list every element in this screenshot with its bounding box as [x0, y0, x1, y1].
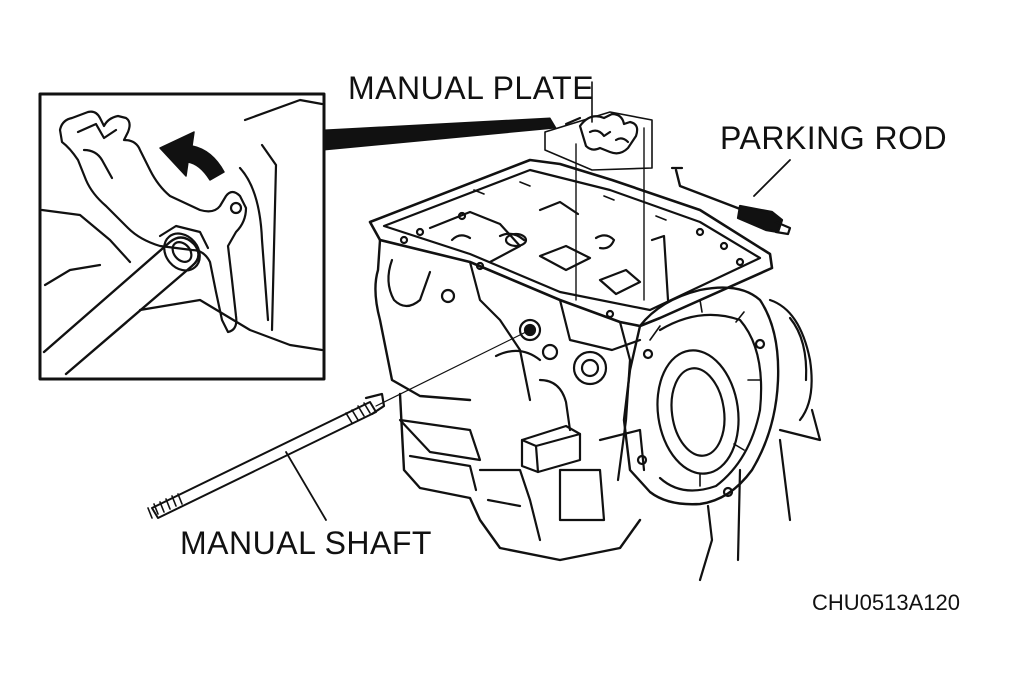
- inset-manual-plate: [58, 110, 248, 334]
- manual-plate-part: [544, 81, 653, 301]
- inset-frame: [38, 92, 326, 381]
- callout-wedge: [323, 117, 557, 151]
- parking-rod-label: PARKING ROD: [720, 120, 948, 156]
- parking-rod-leader: [753, 159, 791, 197]
- manual-plate-label: MANUAL PLATE: [348, 70, 595, 106]
- transmission-case: [368, 158, 822, 582]
- parking-rod-part: [670, 159, 792, 236]
- rotation-arrow-icon: [159, 131, 225, 181]
- manual-shaft-part: [147, 329, 531, 521]
- inset-housing-line: [40, 208, 132, 264]
- manual-shaft-leader: [285, 451, 327, 521]
- manual-shaft-label: MANUAL SHAFT: [180, 525, 432, 561]
- shaft-alignment-line: [375, 329, 531, 407]
- inset-manual-shaft: [42, 236, 200, 376]
- detail-inset: [38, 92, 326, 381]
- connector-block: [520, 424, 582, 474]
- figure-code-label: CHU0513A120: [812, 590, 960, 615]
